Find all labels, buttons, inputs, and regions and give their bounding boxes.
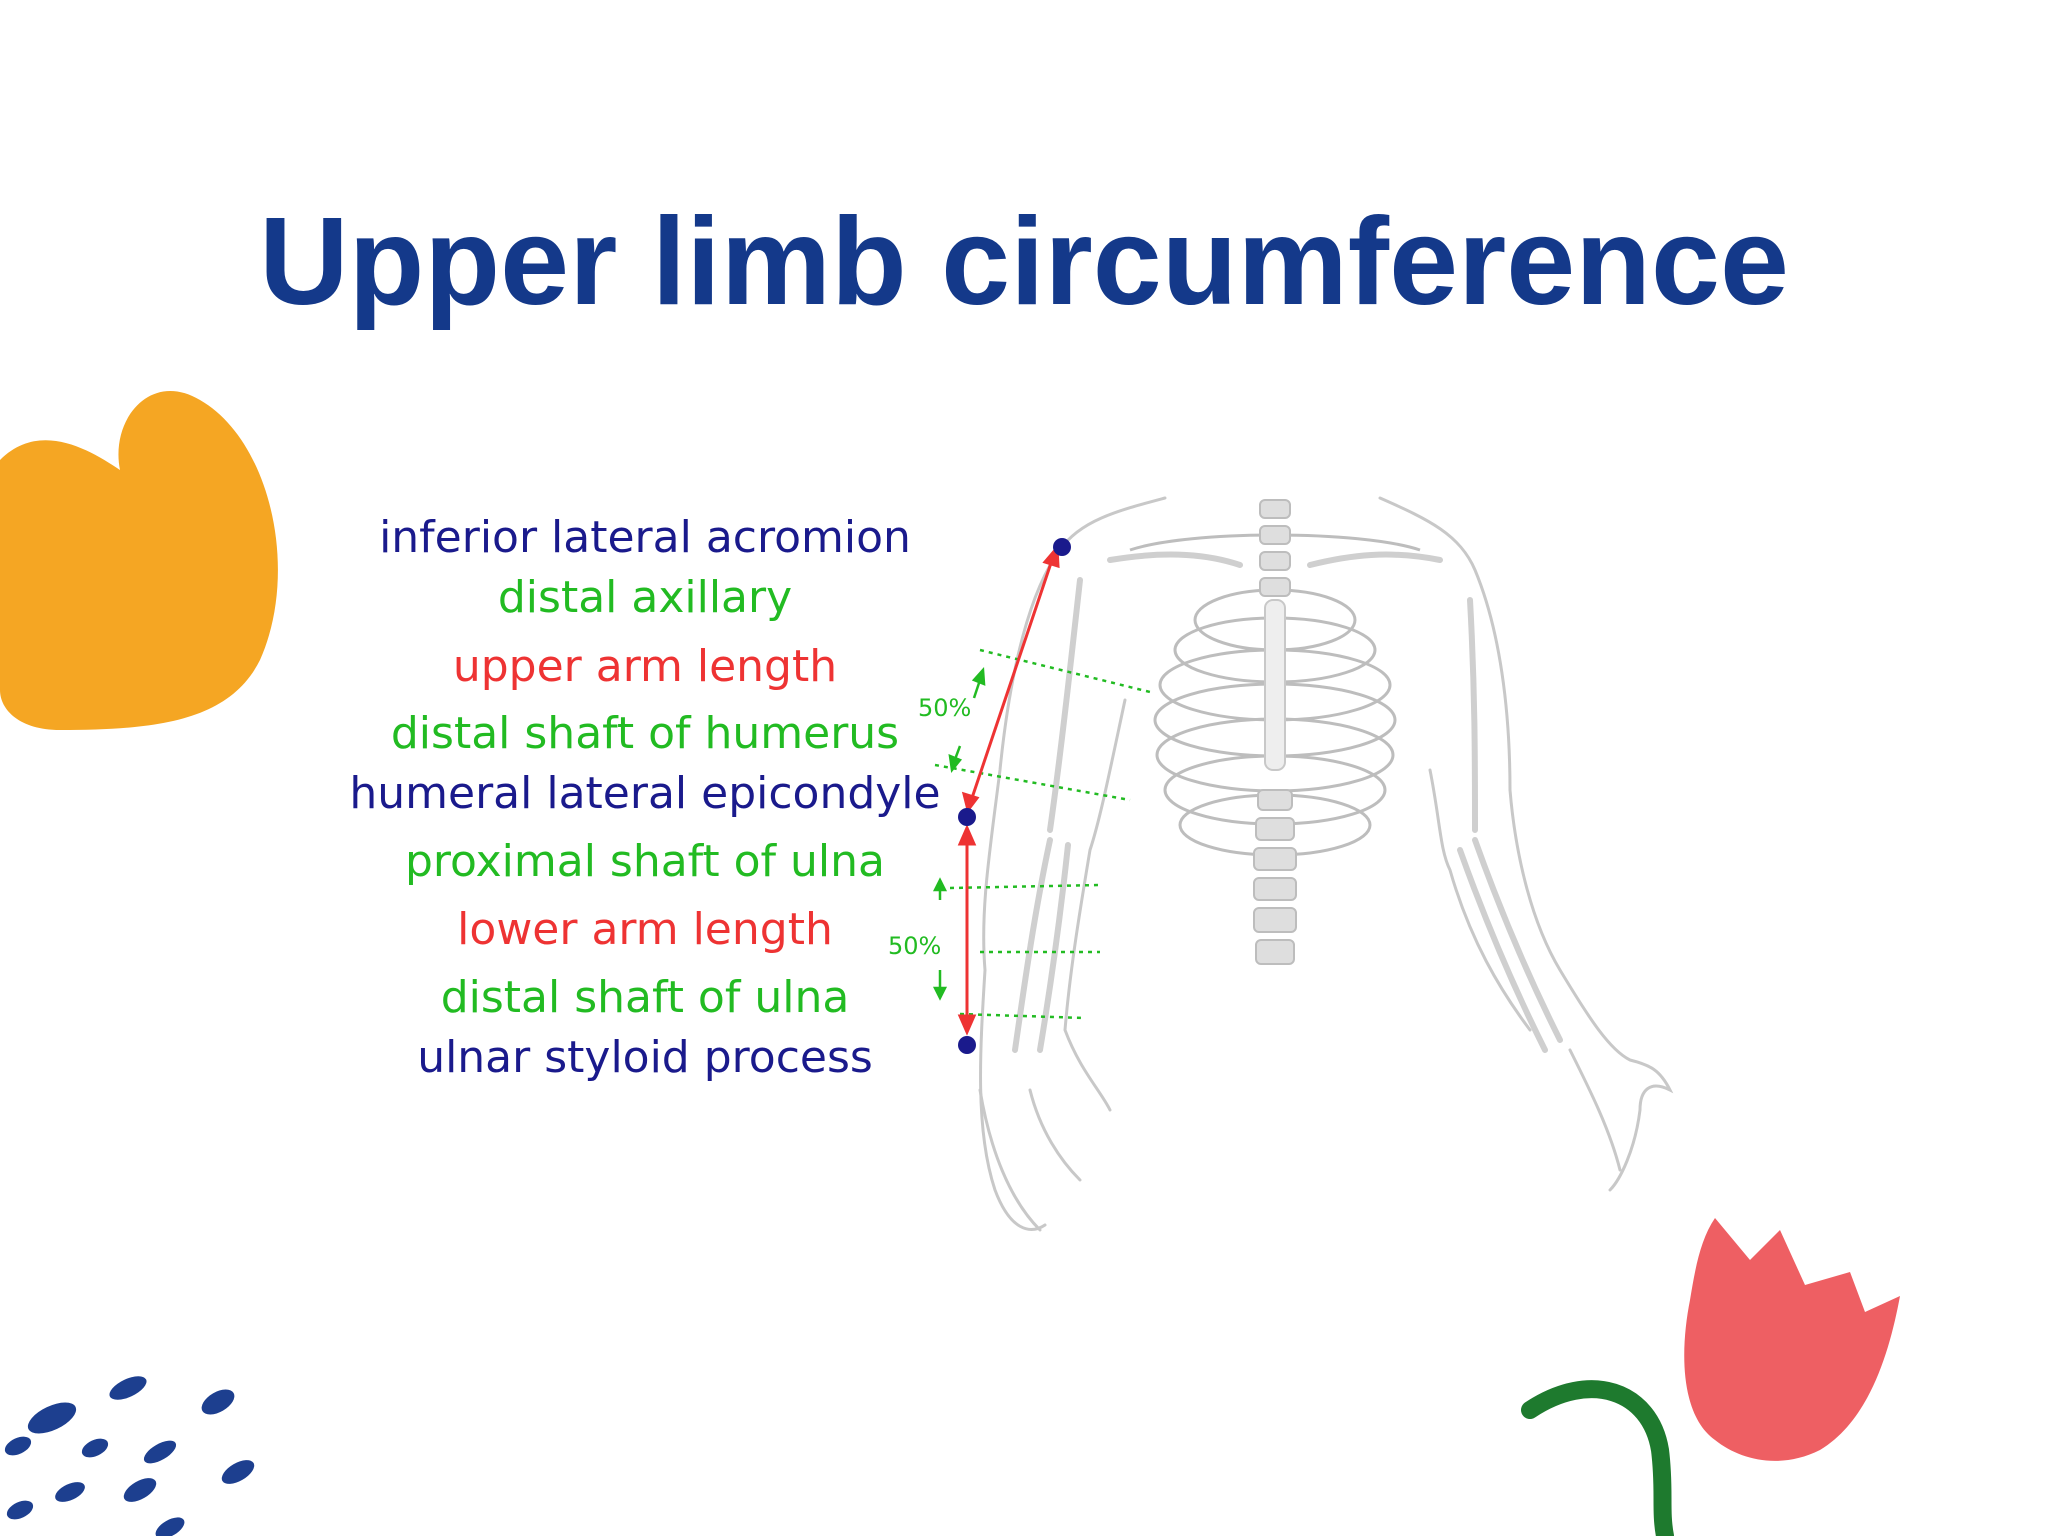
dash-pattern-icon xyxy=(4,1376,255,1536)
label-ulnar-styloid-process: ulnar styloid process xyxy=(417,1032,873,1083)
styloid-dot xyxy=(958,1036,976,1054)
epicondyle-dot xyxy=(958,808,976,826)
orange-blob-icon xyxy=(0,390,278,730)
distal-axillary-line xyxy=(979,648,1151,694)
label-lower-arm-length: lower arm length xyxy=(457,904,833,955)
lower-percent-label: 50% xyxy=(888,932,942,960)
proximal-ulna-line xyxy=(949,883,1101,890)
page-title: Upper limb circumference xyxy=(259,193,1789,331)
tulip-icon xyxy=(1521,1218,1900,1536)
label-distal-axillary: distal axillary xyxy=(497,572,793,623)
distal-ulna-line xyxy=(959,1012,1086,1020)
measurement-overlay xyxy=(932,538,1151,1054)
skeleton-illustration xyxy=(978,496,1674,1232)
label-inferior-lateral-acromion: inferior lateral acromion xyxy=(379,512,911,563)
label-distal-shaft-ulna: distal shaft of ulna xyxy=(440,972,850,1023)
distal-humerus-line xyxy=(934,763,1131,802)
upper-percent-label: 50% xyxy=(918,694,972,722)
acromion-dot xyxy=(1053,538,1071,556)
label-upper-arm-length: upper arm length xyxy=(452,641,838,692)
label-distal-shaft-humerus: distal shaft of humerus xyxy=(390,708,900,759)
label-humeral-lateral-epicondyle: humeral lateral epicondyle xyxy=(349,768,941,819)
label-proximal-shaft-ulna: proximal shaft of ulna xyxy=(404,836,885,887)
